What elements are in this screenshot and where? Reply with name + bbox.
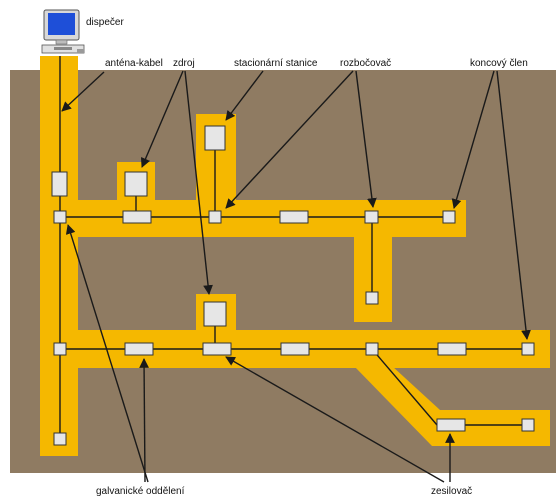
label-dispatcher: dispečer [86,17,124,28]
splitter-lower [365,342,379,356]
tunnel-main-shaft [40,56,78,456]
terminator-diagonal [521,418,535,432]
label-source: zdroj [173,58,195,69]
amplifier-lower-1 [124,342,154,356]
amplifier-lower-3 [280,342,310,356]
label-antenna-cable: anténa-kabel [105,58,163,69]
stationary-station [204,125,226,151]
arrow-station [225,70,264,121]
arrow-amplifier-lower [225,356,445,483]
arrow-source-lower [184,70,213,295]
amplifier-upper-2 [279,210,309,224]
amplifier-lower-2 [202,342,232,356]
arrow-antenna [61,71,105,112]
arrow-terminator-lower [496,70,531,340]
amplifier-diagonal [436,418,466,432]
splitter-upper-2 [364,210,379,224]
label-galvanic-separation: galvanické oddělení [96,486,185,497]
arrow-galvanic-main [65,224,149,483]
arrows [61,70,531,483]
arrow-source-upper [140,70,184,168]
arrow-splitter-2 [355,70,377,208]
label-amplifier: zesilovač [431,486,472,497]
amplifier-upper-1 [122,210,152,224]
computer-icon [41,9,85,54]
rock-background [10,70,556,473]
label-stationary-station: stacionární stanice [234,58,318,69]
source-lower [203,301,227,327]
galvanic-node-lower [53,342,67,356]
terminator-upper [442,210,456,224]
label-splitter: rozbočovač [340,58,391,69]
terminator-main [53,432,67,446]
splitter-upper-1 [208,210,222,224]
tunnel-upper-corridor [40,200,466,237]
label-terminator: koncový člen [470,58,528,69]
terminator-lower [521,342,535,356]
source-upper [124,171,148,197]
arrow-terminator-upper [451,70,495,209]
arrow-galvanic-lower [139,358,149,483]
tunnels [40,56,550,456]
galvanic-node-upper [53,210,67,224]
terminator-branch [365,291,379,305]
amplifier-lower-4 [437,342,467,356]
cable-diagonal [371,348,438,426]
devices [51,125,535,446]
antenna-coupler [51,171,68,197]
arrow-splitter-1 [225,70,354,209]
